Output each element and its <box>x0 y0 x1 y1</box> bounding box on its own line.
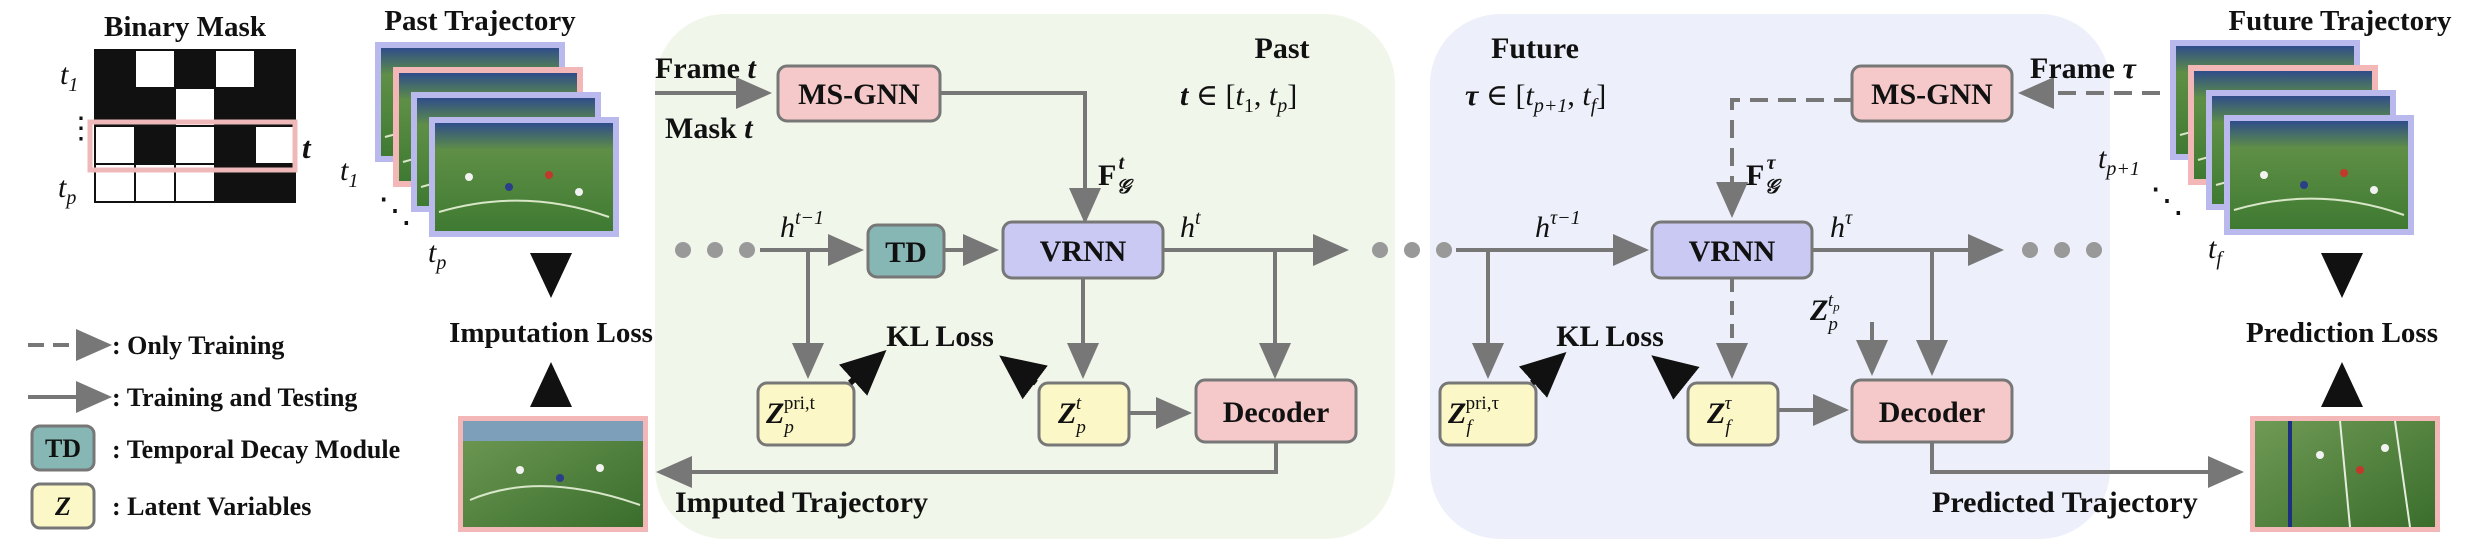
mask-cell <box>214 125 256 165</box>
sequence-dots-middle <box>1372 242 1452 258</box>
legend-z-text: : Latent Variables <box>112 492 311 521</box>
kl-loss-future-label: KL Loss <box>1556 320 1664 353</box>
legend-dashed-text: : Only Training <box>112 331 284 360</box>
past-frame-label-end: tp <box>428 236 446 274</box>
mask-row-label-first: t1 <box>60 58 78 96</box>
vrnn-future-label: VRNN <box>1689 235 1776 268</box>
mask-highlight-row <box>87 119 298 173</box>
kl-loss-past-arrow-left <box>838 349 887 396</box>
past-region-title: Past <box>1255 32 1310 65</box>
msgnn-future-label: MS-GNN <box>1871 78 1993 111</box>
imputed-trajectory-label: Imputed Trajectory <box>675 486 928 519</box>
past-frame-label-start: t1 <box>340 154 358 192</box>
legend-td-key: TD <box>45 434 81 463</box>
mask-cell <box>174 49 216 89</box>
mask-row-label-last: tp <box>58 171 76 209</box>
mask-cell <box>254 125 296 165</box>
sequence-dots-right <box>2022 242 2102 258</box>
future-frame-label-end: tf <box>2208 232 2224 270</box>
future-frame-stack <box>2170 40 2414 235</box>
future-trajectory-title: Future Trajectory <box>2228 5 2452 37</box>
legend: : Only Training : Training and Testing T… <box>28 329 400 530</box>
kl-loss-past-arrow-right <box>999 355 1048 400</box>
mask-cell <box>134 49 176 89</box>
msgnn-to-vrnn-future-arrow <box>1716 98 1852 218</box>
imputed-frame <box>458 416 648 532</box>
predicted-frame <box>2250 416 2440 532</box>
past-trajectory-title: Past Trajectory <box>384 5 576 37</box>
z-future-box <box>1686 381 1780 447</box>
legend-solid-text: : Training and Testing <box>112 383 357 412</box>
z-prior-future-box <box>1438 381 1538 447</box>
kl-loss-future-arrow-left <box>1518 351 1567 398</box>
mask-cell <box>94 49 136 89</box>
z-prior-past-box <box>756 381 856 447</box>
kl-loss-past-label: KL Loss <box>886 320 994 353</box>
kl-loss-future-arrow-right <box>1651 355 1700 400</box>
mask-side-label: t <box>302 130 312 165</box>
video-frame <box>2224 115 2414 235</box>
legend-z-swatch <box>30 482 96 530</box>
frame-tau-label: Frame τ <box>2030 52 2137 85</box>
mask-cell <box>174 125 216 165</box>
legend-td-swatch <box>30 424 96 472</box>
imputation-loss-label: Imputation Loss <box>449 317 653 349</box>
future-frame-label-start: tp+1 <box>2098 142 2140 180</box>
msgnn-future-box <box>1850 64 2014 123</box>
legend-td-text: : Temporal Decay Module <box>112 435 400 464</box>
msgnn-past-label: MS-GNN <box>798 78 920 111</box>
mask-cell <box>254 49 296 89</box>
msgnn-to-vrnn-arrow <box>940 91 1101 224</box>
decoder-past-label: Decoder <box>1223 396 1330 429</box>
td-label: TD <box>885 236 927 269</box>
binary-mask-grid <box>94 49 296 203</box>
future-region-title: Future <box>1491 32 1579 65</box>
decoder-to-predicted-arrow <box>1930 442 2244 488</box>
decoder-to-imputed-arrow <box>656 442 1278 488</box>
future-frame-dots: ⋱ <box>2150 183 2184 220</box>
video-frame <box>429 117 619 237</box>
legend-z-key: Z <box>54 492 71 521</box>
decoder-future-label: Decoder <box>1879 396 1986 429</box>
past-frame-dots: ⋱ <box>378 193 412 230</box>
mask-cell <box>214 49 256 89</box>
sequence-dots-left <box>675 242 755 258</box>
future-region-range: τ ∈ [tp+1, tf] <box>1465 79 1606 117</box>
binary-mask-title: Binary Mask <box>104 11 267 43</box>
prediction-loss-label: Prediction Loss <box>2246 317 2438 349</box>
vrnn-past-label: VRNN <box>1040 235 1127 268</box>
past-frame-stack <box>375 42 619 237</box>
predicted-trajectory-label: Predicted Trajectory <box>1932 486 2198 519</box>
mask-cell <box>134 125 176 165</box>
mask-cell <box>94 125 136 165</box>
mask-row-label-dots: ⋮ <box>66 112 96 145</box>
mask-t-label: Mask t <box>665 112 754 145</box>
frame-t-label: Frame t <box>655 52 757 85</box>
